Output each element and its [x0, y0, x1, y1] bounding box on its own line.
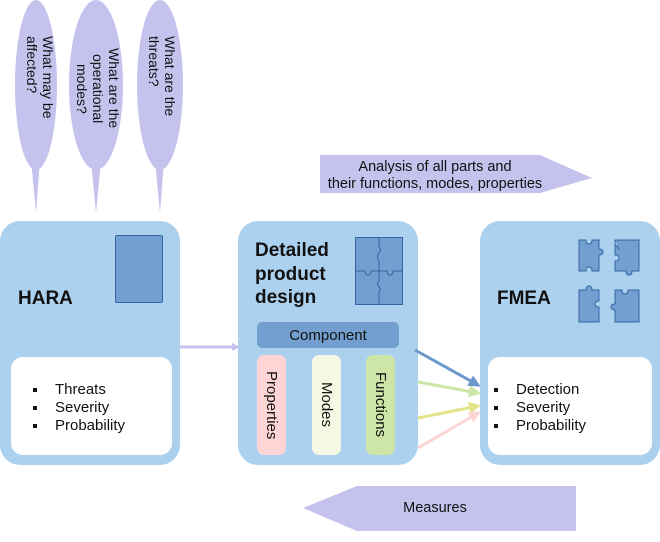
hara-title: HARA — [18, 288, 73, 309]
analysis-arrow-label: Analysis of all parts and their function… — [315, 159, 555, 193]
hara-list-box: Threats Severity Probability — [11, 357, 172, 455]
properties-label: Properties — [263, 370, 280, 440]
hara-item: Threats — [27, 381, 125, 399]
hara-list: Threats Severity Probability — [27, 381, 125, 435]
fmea-list-box: Detection Severity Probability — [488, 357, 652, 455]
fmea-item: Severity — [488, 399, 586, 417]
modes-box: Modes — [312, 355, 341, 455]
fmea-title: FMEA — [497, 288, 551, 309]
design-title-line: product — [255, 263, 326, 285]
design-title-line: design — [255, 287, 317, 308]
analysis-line-1: Analysis of all parts and — [358, 159, 512, 175]
bubble-text-threats: What are the threats? — [146, 36, 178, 117]
component-bar: Component — [257, 322, 399, 348]
design-title: Detailed product design — [255, 239, 329, 310]
bubble-text-modes: What are the operational modes? — [74, 48, 122, 129]
functions-box: Functions — [366, 355, 395, 455]
analysis-line-2: their functions, modes, properties — [327, 176, 543, 192]
bubble-text-affected: What may be affected? — [24, 36, 56, 119]
puzzle-pieces-icon — [578, 239, 640, 323]
fmea-list: Detection Severity Probability — [488, 381, 586, 435]
hara-item: Probability — [27, 417, 125, 435]
component-label: Component — [289, 326, 367, 344]
design-panel: Detailed product design Component Proper… — [238, 221, 418, 465]
fmea-panel: FMEA Detection Severity Probability — [480, 221, 660, 465]
measures-arrow-label: Measures — [403, 500, 467, 516]
document-icon — [115, 235, 163, 303]
measures-arrow-shape — [303, 486, 576, 531]
bubble-affected — [15, 0, 57, 213]
design-title-line: Detailed — [255, 240, 329, 261]
bubble-threats — [137, 0, 183, 213]
fmea-item: Detection — [488, 381, 586, 399]
functions-label: Functions — [372, 372, 389, 438]
hara-panel: HARA Threats Severity Probability — [0, 221, 180, 465]
analysis-arrow-shape — [320, 155, 592, 193]
puzzle-assembled-icon — [355, 237, 403, 305]
modes-label: Modes — [318, 382, 335, 428]
bubble-modes — [69, 0, 123, 213]
fmea-item: Probability — [488, 417, 586, 435]
hara-item: Severity — [27, 399, 125, 417]
properties-box: Properties — [257, 355, 286, 455]
